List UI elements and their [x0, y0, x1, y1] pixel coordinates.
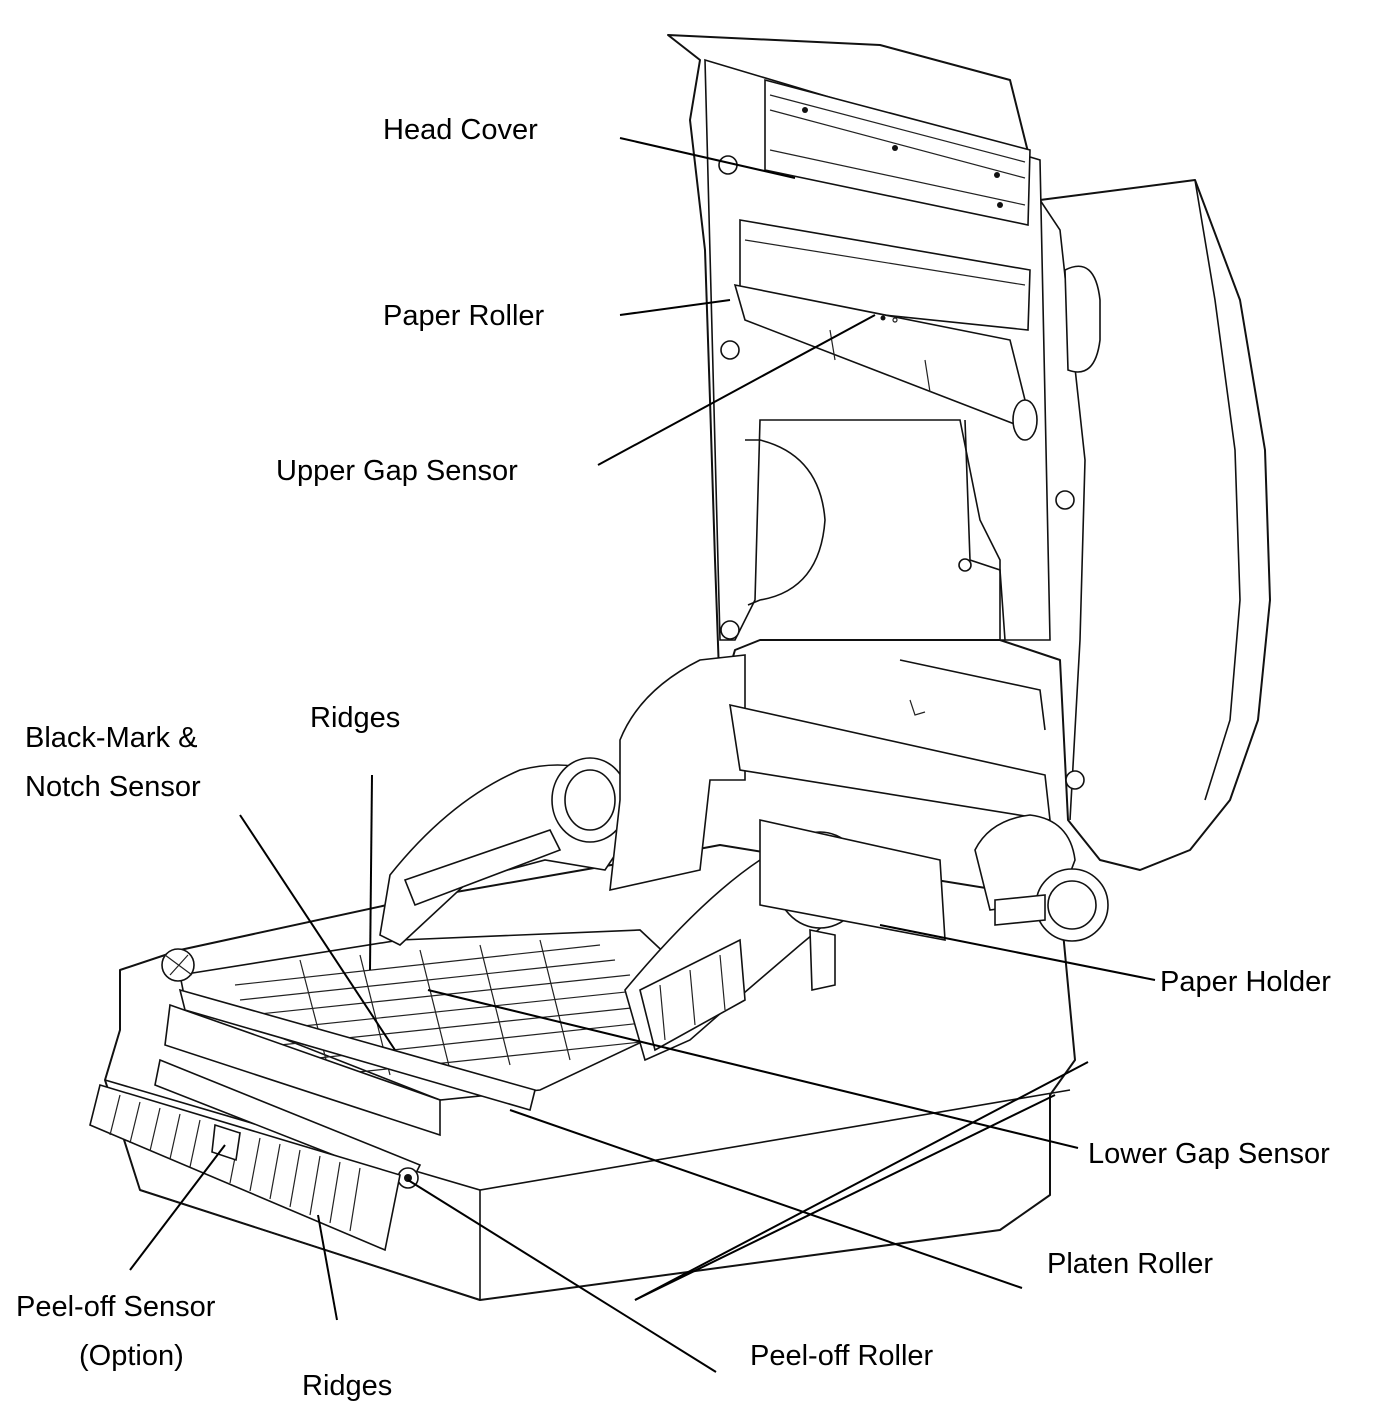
label-black-mark-line1: Black-Mark &: [25, 722, 197, 754]
label-peel-off-sensor-line1: Peel-off Sensor: [16, 1291, 216, 1323]
label-lower-gap-sensor: Lower Gap Sensor: [1088, 1138, 1330, 1170]
leader-base-edge-b: [634, 1061, 1089, 1301]
right-hinge: [974, 814, 1109, 942]
label-paper-holder: Paper Holder: [1160, 966, 1331, 998]
leader-upper-gap-sensor: [597, 314, 876, 466]
label-peel-off-sensor-line2: (Option): [79, 1340, 184, 1372]
paper-holder-plate: [759, 819, 946, 941]
leader-peel-off-roller: [407, 1179, 717, 1373]
leader-head-cover: [619, 137, 796, 179]
label-ridges-bottom: Ridges: [302, 1370, 392, 1402]
leader-platen-roller: [509, 1109, 1023, 1289]
leader-paper-roller: [619, 299, 731, 316]
leader-paper-holder: [879, 924, 1156, 981]
leader-black-mark-sensor: [239, 814, 396, 1051]
label-upper-gap-sensor: Upper Gap Sensor: [276, 455, 518, 487]
paper-guide: [729, 703, 1051, 821]
label-paper-roller: Paper Roller: [383, 300, 545, 332]
leader-ridges-bottom: [317, 1214, 338, 1321]
head-cover-lid: [667, 34, 1271, 871]
label-ridges-top: Ridges: [310, 702, 400, 734]
leader-lines: [129, 137, 1156, 1373]
leader-ridges-top: [369, 774, 373, 971]
leader-base-edge-a: [634, 1094, 1056, 1301]
leader-lower-gap-sensor: [427, 989, 1079, 1149]
label-head-cover: Head Cover: [383, 114, 538, 146]
label-peel-off-roller: Peel-off Roller: [750, 1340, 934, 1372]
label-black-mark-line2: Notch Sensor: [25, 771, 201, 803]
label-platen-roller: Platen Roller: [1047, 1248, 1213, 1280]
callout-labels: Head Cover Paper Roller Upper Gap Sensor…: [16, 114, 1331, 1402]
leader-peel-off-sensor: [129, 1144, 226, 1271]
paper-holder-left: [379, 654, 746, 946]
